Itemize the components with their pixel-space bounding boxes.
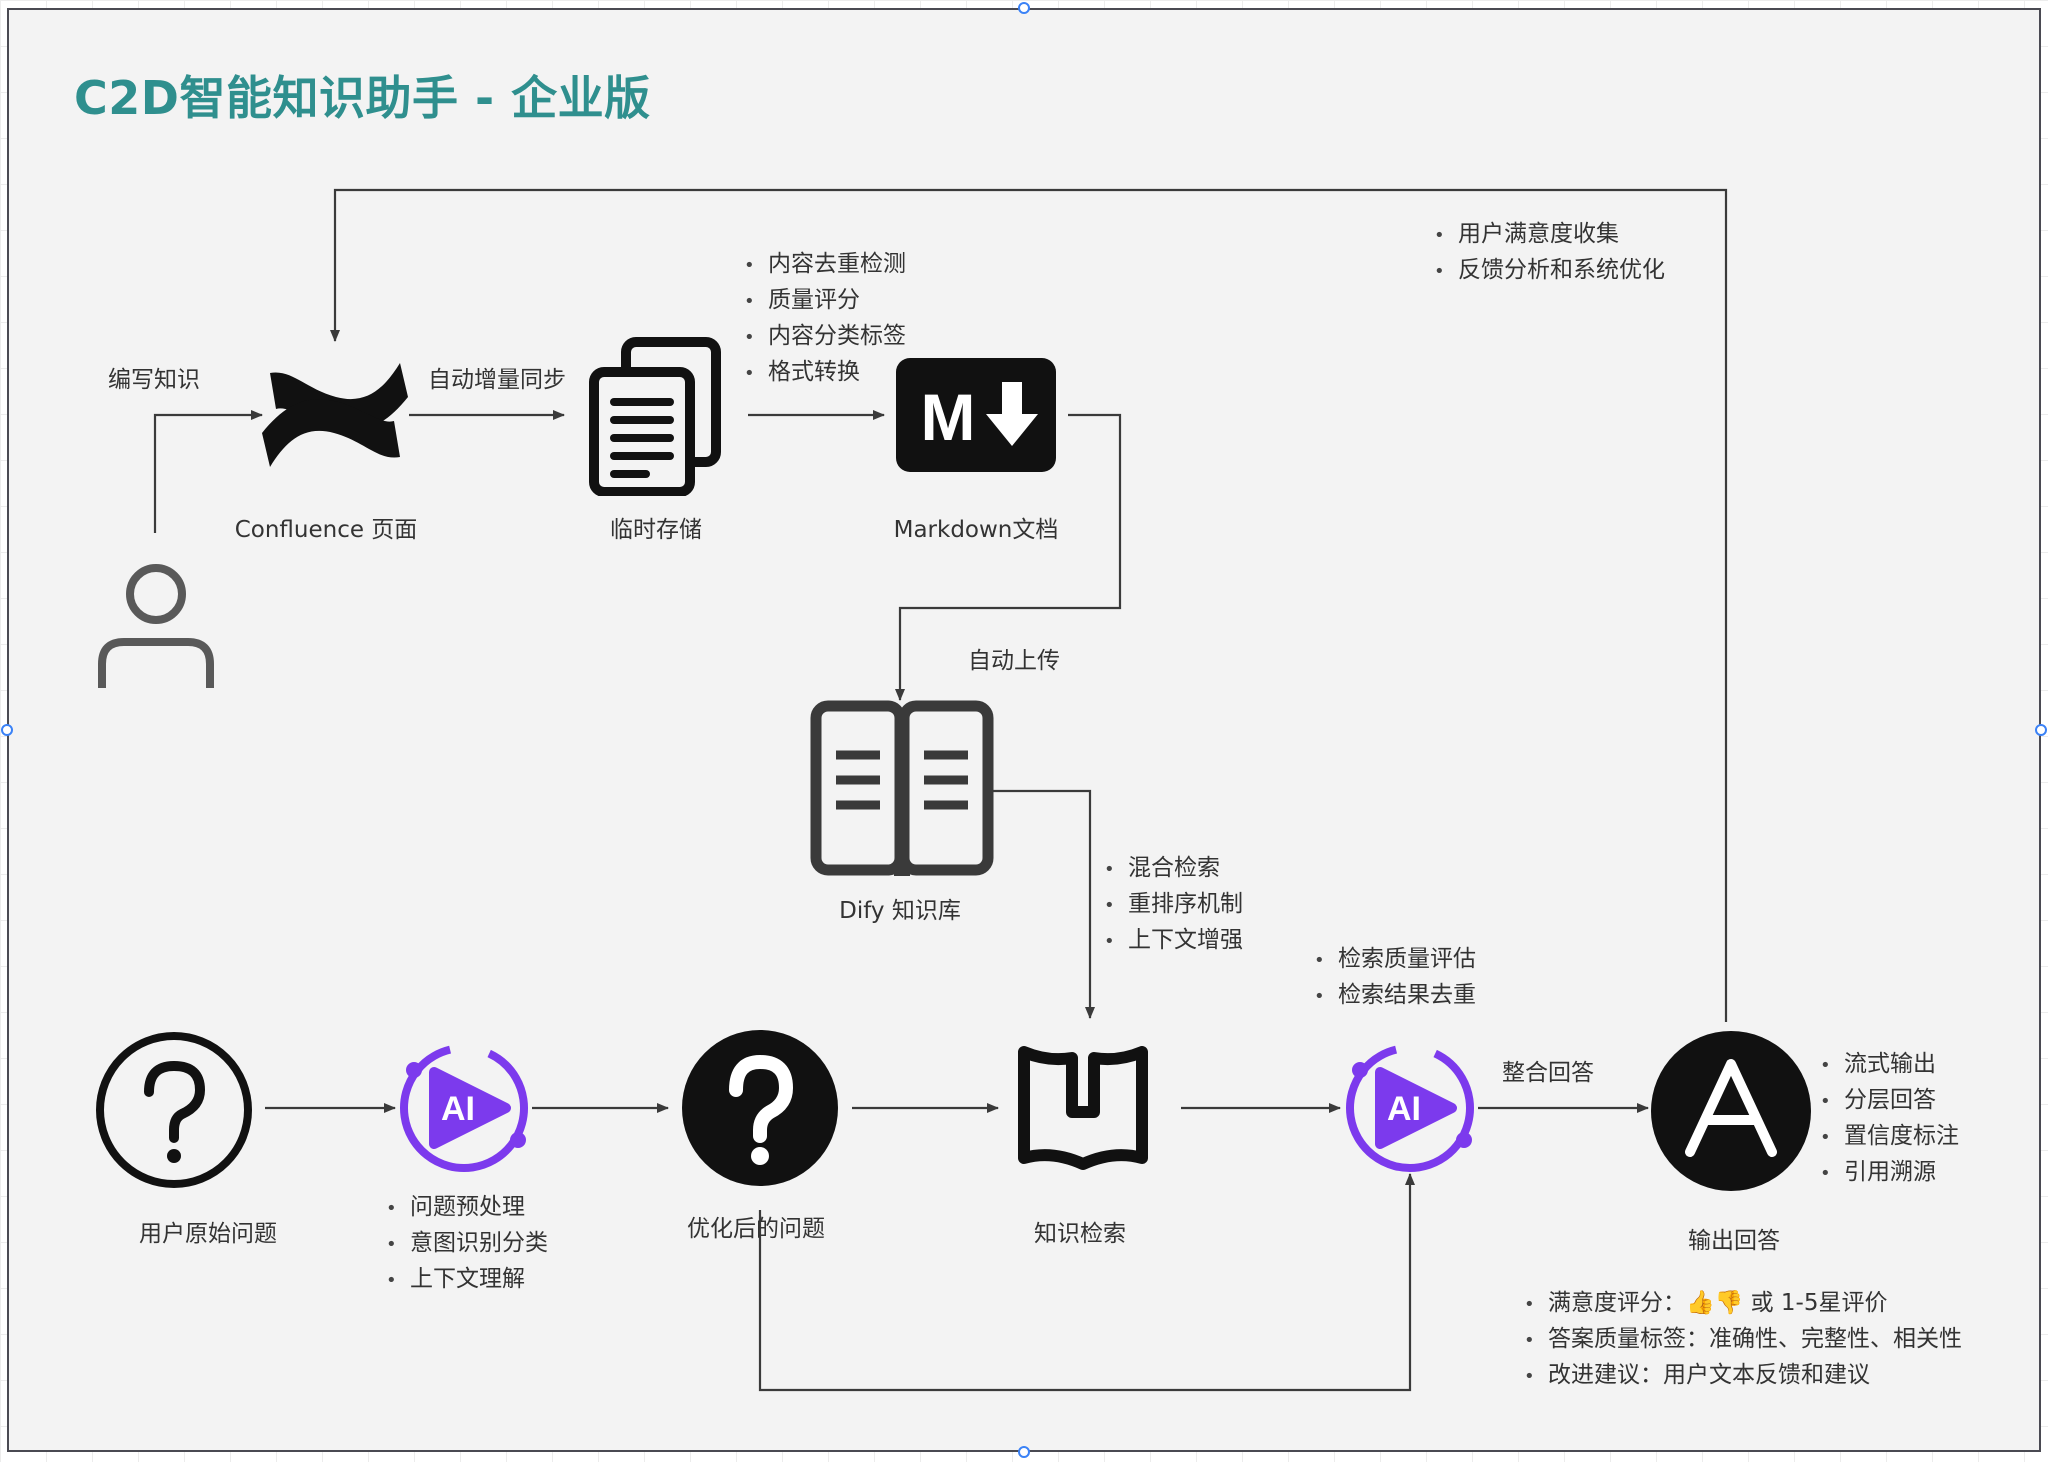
ai-assistant-icon[interactable]: AI	[396, 1040, 532, 1176]
list-item: 混合检索	[1104, 851, 1243, 887]
list-item: 重排序机制	[1104, 887, 1243, 923]
list-item: 满意度评分：👍👎 或 1-5星评价	[1524, 1286, 1962, 1322]
feedback-loop-list: 用户满意度收集 反馈分析和系统优化	[1434, 217, 1665, 289]
list-item: 检索结果去重	[1314, 978, 1476, 1014]
markdown-badge-letter: M	[921, 380, 976, 454]
list-item: 内容分类标签	[744, 319, 906, 355]
confluence-logo-icon[interactable]	[262, 345, 408, 485]
ai-postprocess-list: 检索质量评估 检索结果去重	[1314, 942, 1476, 1014]
markdown-steps-list: 内容去重检测 质量评分 内容分类标签 格式转换	[744, 247, 906, 391]
edge-feedback-loop[interactable]	[330, 188, 1728, 1022]
list-item: 质量评分	[744, 283, 906, 319]
temp-storage-label: 临时存储	[610, 517, 702, 543]
edge-label-auto-upload: 自动上传	[968, 648, 1060, 674]
open-book-icon[interactable]	[1018, 1046, 1148, 1172]
retrieval-methods-list: 混合检索 重排序机制 上下文增强	[1104, 851, 1243, 959]
raw-question-label: 用户原始问题	[139, 1221, 277, 1247]
edge-label-merge-answer: 整合回答	[1502, 1060, 1594, 1086]
page-title: C2D智能知识助手 - 企业版	[74, 71, 651, 125]
list-item: 反馈分析和系统优化	[1434, 253, 1665, 289]
list-item: 内容去重检测	[744, 247, 906, 283]
person-icon[interactable]	[98, 562, 214, 692]
dify-label: Dify 知识库	[839, 898, 961, 924]
list-item: 格式转换	[744, 355, 906, 391]
list-item: 引用溯源	[1820, 1155, 1959, 1191]
documents-icon[interactable]	[586, 336, 726, 496]
resize-handle-right[interactable]	[2035, 724, 2047, 736]
edge-dify-to-retrieval[interactable]	[993, 789, 1095, 1019]
question-outline-icon[interactable]	[94, 1030, 254, 1190]
output-features-list: 流式输出 分层回答 置信度标注 引用溯源	[1820, 1047, 1959, 1191]
diagram-frame[interactable]	[7, 8, 2041, 1452]
author-label: 编写知识	[108, 367, 200, 393]
list-item: 用户满意度收集	[1434, 217, 1665, 253]
output-label: 输出回答	[1688, 1228, 1780, 1254]
list-item: 分层回答	[1820, 1083, 1959, 1119]
edge-label-auto-sync: 自动增量同步	[428, 367, 566, 393]
optimized-question-label: 优化后的问题	[687, 1216, 825, 1242]
confluence-label: Confluence 页面	[234, 517, 418, 543]
ai-badge-text: AI	[441, 1090, 475, 1128]
list-item: 答案质量标签：准确性、完整性、相关性	[1524, 1322, 1962, 1358]
resize-handle-left[interactable]	[1, 724, 13, 736]
list-item: 置信度标注	[1820, 1119, 1959, 1155]
list-item: 流式输出	[1820, 1047, 1959, 1083]
edge-markdown-to-dify[interactable]	[895, 413, 1122, 701]
ai-badge-text: AI	[1387, 1090, 1421, 1128]
ai-assistant-icon[interactable]: AI	[1342, 1040, 1478, 1176]
markdown-label: Markdown文档	[893, 517, 1059, 543]
ai-preprocess-list: 问题预处理 意图识别分类 上下文理解	[386, 1190, 548, 1298]
list-item: 上下文增强	[1104, 923, 1243, 959]
answer-logo-icon[interactable]	[1650, 1030, 1812, 1192]
list-item: 改进建议：用户文本反馈和建议	[1524, 1358, 1962, 1394]
markdown-icon[interactable]: M	[896, 358, 1056, 472]
book-icon[interactable]	[810, 700, 994, 880]
list-item: 问题预处理	[386, 1190, 548, 1226]
resize-handle-bottom[interactable]	[1018, 1446, 1030, 1458]
question-filled-icon[interactable]	[680, 1028, 840, 1188]
retrieval-label: 知识检索	[1034, 1221, 1126, 1247]
edge-optimized-to-ai-bypass[interactable]	[758, 1173, 1415, 1392]
resize-handle-top[interactable]	[1018, 2, 1030, 14]
edge-user-to-confluence[interactable]	[153, 410, 263, 533]
list-item: 上下文理解	[386, 1262, 548, 1298]
list-item: 检索质量评估	[1314, 942, 1476, 978]
list-item: 意图识别分类	[386, 1226, 548, 1262]
rating-list: 满意度评分：👍👎 或 1-5星评价 答案质量标签：准确性、完整性、相关性 改进建…	[1524, 1286, 1962, 1394]
